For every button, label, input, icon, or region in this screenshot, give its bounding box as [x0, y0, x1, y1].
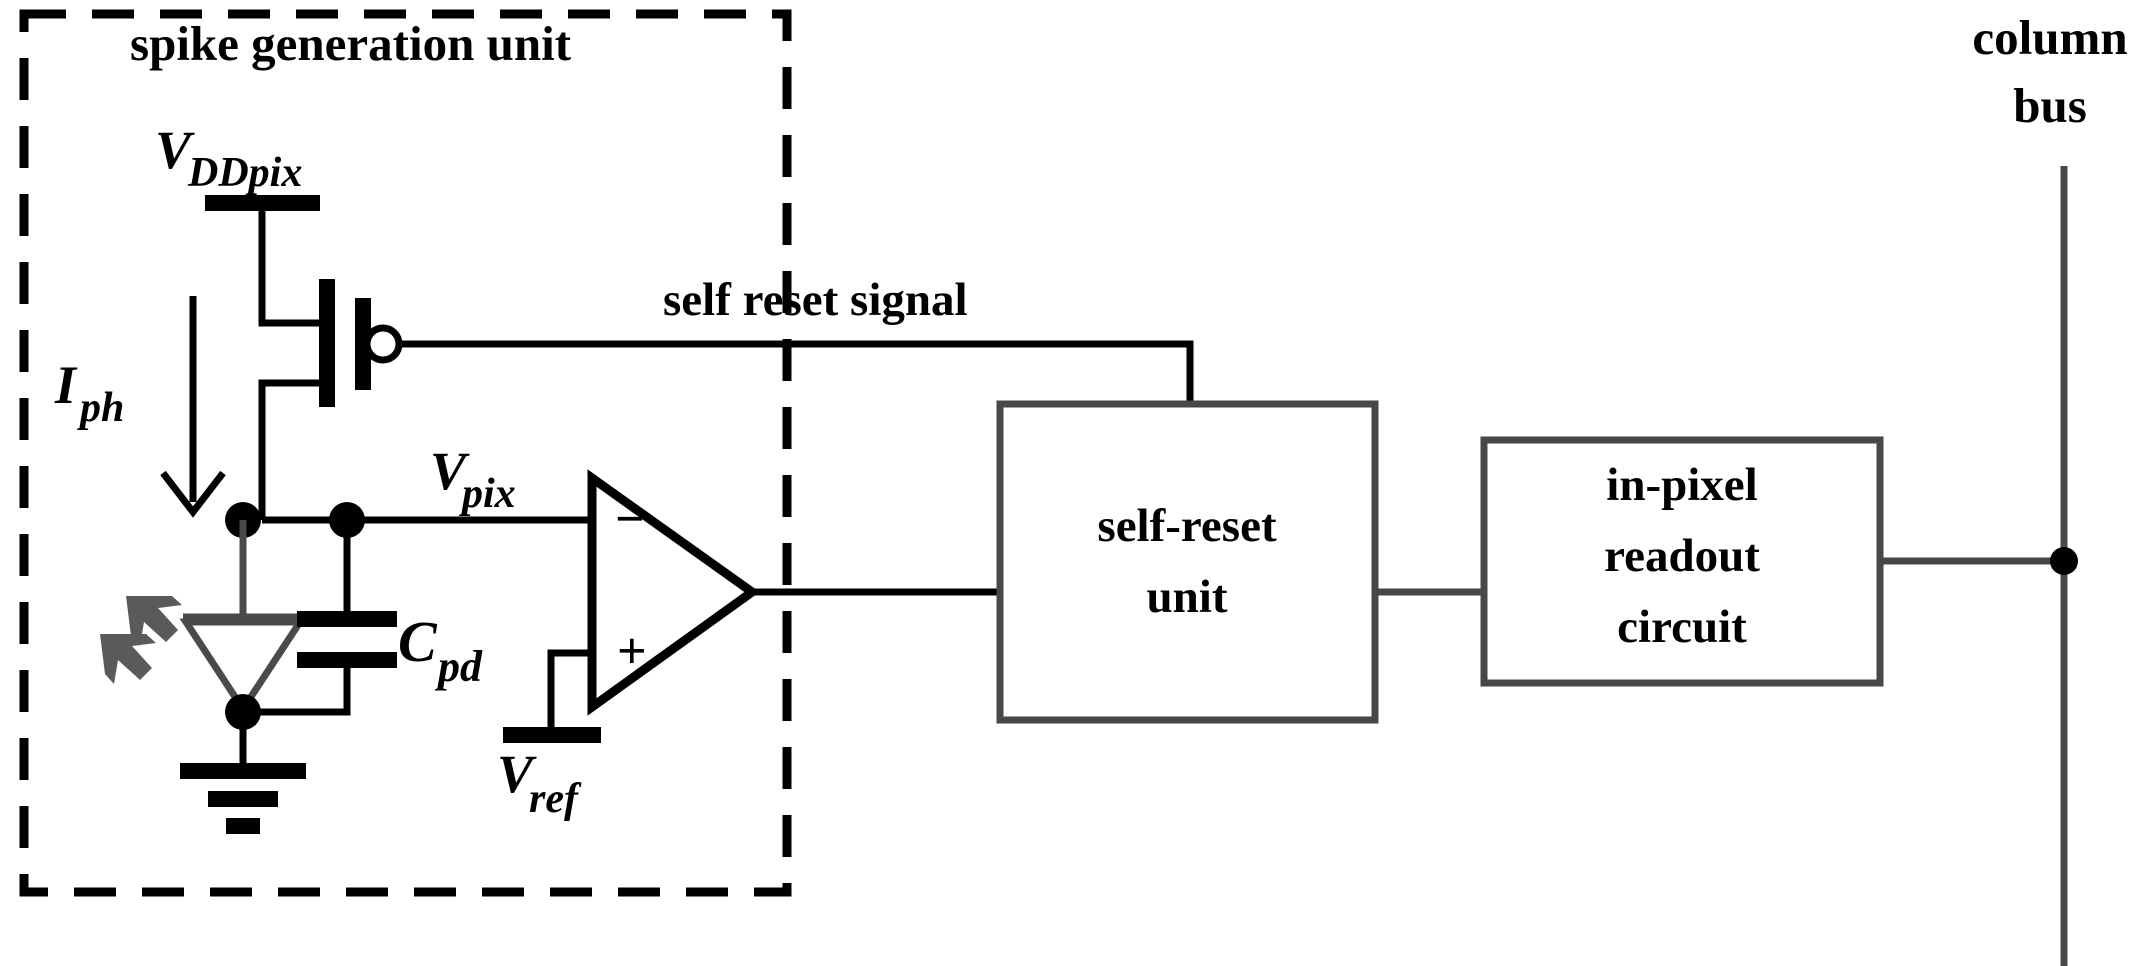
column-bus-label-line2: bus	[2013, 78, 2087, 133]
cpd-label-main: C	[398, 609, 438, 674]
pmos-drain-wire	[258, 379, 322, 520]
comparator-inverting-input-sign: −	[615, 491, 645, 548]
in-pixel-readout-label-line2: readout	[1604, 530, 1760, 582]
column-bus-junction-dot	[2050, 547, 2078, 575]
capacitor-bottom-lead	[243, 663, 351, 716]
column-bus-label-line1: column	[1972, 10, 2127, 65]
vddpix-label-subscript: DDpix	[187, 150, 302, 196]
iph-arrow-head	[160, 470, 226, 518]
vddpix-to-pmos-source-wire	[258, 203, 322, 327]
vref-label-main: V	[497, 744, 537, 804]
spike-generation-unit-boundary	[19, 9, 792, 897]
vpix-label-main: V	[430, 441, 470, 501]
in-pixel-readout-label-line1: in-pixel	[1606, 459, 1757, 511]
self-reset-signal-label: self reset signal	[663, 274, 968, 326]
spike-generation-unit-title: spike generation unit	[130, 16, 572, 71]
pmos-gate-inversion-bubble	[363, 324, 403, 364]
self-reset-unit-box[interactable]	[996, 400, 1379, 724]
cpd-label-subscript: pd	[434, 642, 483, 691]
photodiode-triangle	[179, 618, 307, 716]
vpix-label-subscript: pix	[459, 471, 516, 517]
comparator-noninverting-input-sign: +	[617, 623, 647, 680]
comparator-triangle	[587, 469, 760, 716]
iph-label-main: I	[54, 355, 78, 415]
in-pixel-readout-label-line3: circuit	[1617, 601, 1747, 653]
iph-label-subscript: ph	[77, 385, 124, 431]
self-reset-unit-label-line1: self-reset	[1097, 500, 1277, 552]
self-reset-unit-label-line2: unit	[1147, 571, 1228, 623]
in-pixel-readout-circuit-box[interactable]	[1480, 436, 1884, 687]
vref-label-subscript: ref	[529, 776, 582, 822]
self-reset-signal-wire	[399, 340, 1194, 404]
vref-input-wire	[547, 649, 592, 731]
incident-light-arrows	[100, 596, 182, 684]
vddpix-label-main: V	[155, 120, 195, 180]
